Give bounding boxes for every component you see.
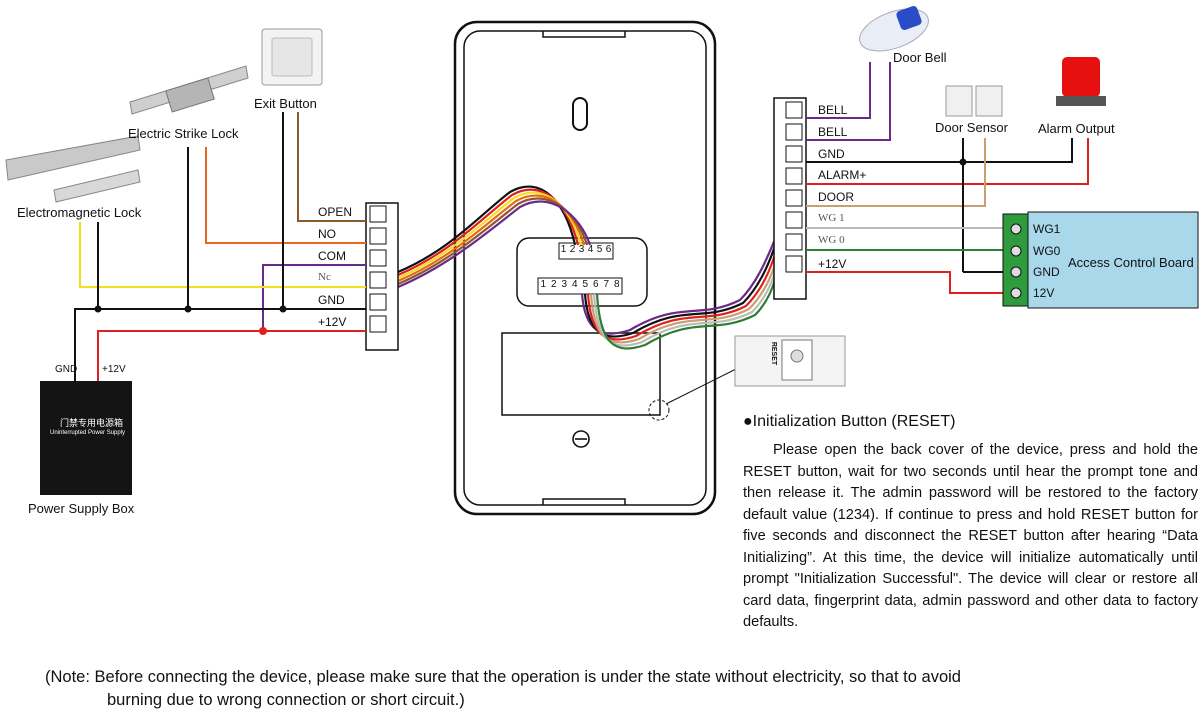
connector-bottom-pin: 3: [561, 279, 568, 290]
door-sensor-image: [945, 85, 1003, 117]
reset-sticker-label: RESET: [770, 341, 778, 366]
board-wg0-label: WG0: [1033, 244, 1061, 258]
left-terminal-block: [365, 202, 399, 351]
screw-icon: [572, 430, 590, 448]
reset-location-marker: [648, 399, 670, 421]
terminal-no-label: NO: [318, 227, 336, 241]
connector-bottom-pin: 5: [582, 279, 589, 290]
psu-12v-label: +12V: [102, 364, 126, 375]
reset-push-icon: [790, 349, 804, 363]
psu-gnd-label: GND: [55, 364, 78, 375]
door-bell-label: Door Bell: [893, 50, 947, 65]
connector-bottom-pin: 4: [571, 279, 578, 290]
electric-strike-lock-image: [129, 65, 249, 115]
connector-bottom-pin: 6: [592, 279, 599, 290]
left-cable-bundle: [397, 185, 592, 289]
terminal-open-label: OPEN: [318, 205, 353, 219]
alarm-output-image: [1056, 57, 1106, 106]
terminal-gnd-right-label: GND: [818, 147, 845, 161]
safety-note-line1: (Note: Before connecting the device, ple…: [45, 668, 961, 686]
right-wires: [806, 62, 1089, 294]
connector-top-pin: 3: [578, 244, 585, 255]
terminal-bell2-label: BELL: [818, 125, 848, 139]
reader-device: [453, 20, 739, 516]
board-12v-label: 12V: [1033, 286, 1055, 300]
connector-top-pin: 5: [596, 244, 603, 255]
electromagnetic-lock-label: Electromagnetic Lock: [17, 205, 142, 220]
terminal-12v-right-label: +12V: [818, 257, 847, 271]
back-cover-panel: [501, 332, 661, 416]
reset-button-image: [734, 335, 846, 387]
electric-strike-lock-label: Electric Strike Lock: [128, 126, 239, 141]
safety-note-line2: burning due to wrong connection or short…: [107, 691, 465, 709]
terminal-nc-label: Nc: [318, 271, 331, 283]
connector-top-pin: 2: [569, 244, 576, 255]
right-terminal-block: [773, 97, 807, 300]
terminal-com-label: COM: [318, 249, 346, 263]
connector-bottom-pin: 2: [550, 279, 557, 290]
door-bell-image: [859, 5, 929, 52]
connector-top-pin: 4: [587, 244, 594, 255]
connector-top-pin: 1: [560, 244, 567, 255]
connector-bottom-pin: 1: [540, 279, 547, 290]
power-supply-box-image: [40, 381, 132, 495]
board-gnd-label: GND: [1033, 265, 1060, 279]
terminal-gnd-label: GND: [318, 293, 345, 307]
connector-bottom-grid: [537, 277, 623, 295]
connector-bottom-numbers: 1 2 3 4 5 6 7 8: [538, 279, 622, 290]
right-cable-bundle: [580, 227, 782, 350]
terminal-12v-label: +12V: [318, 315, 347, 329]
access-control-board-label: Access Control Board: [1068, 255, 1194, 270]
terminal-door-label: DOOR: [818, 190, 854, 204]
psu-subtitle-text: Uninterrupted Power Supply: [50, 430, 126, 436]
access-control-board: [1002, 211, 1199, 309]
terminal-wg1-label: WG 1: [818, 212, 845, 224]
power-supply-box-label: Power Supply Box: [28, 501, 135, 516]
safety-note: (Note: Before connecting the device, ple…: [45, 666, 961, 712]
terminal-wg0-label: WG 0: [818, 234, 845, 246]
connector-bottom-pin: 7: [603, 279, 610, 290]
electromagnetic-lock-image: [5, 135, 141, 203]
psu-title-text: 门禁专用电源箱: [60, 418, 124, 428]
reset-instructions: Please open the back cover of the device…: [743, 442, 1198, 630]
connector-bottom-pin: 8: [613, 279, 620, 290]
left-wires: [74, 112, 366, 385]
alarm-output-label: Alarm Output: [1038, 121, 1115, 136]
terminal-alarm-label: ALARM+: [818, 168, 867, 182]
terminal-bell1-label: BELL: [818, 103, 848, 117]
connector-top-numbers: 1 2 3 4 5 6: [559, 244, 613, 255]
board-wg1-label: WG1: [1033, 222, 1061, 236]
connector-top-pin: 6: [605, 244, 612, 255]
exit-button-label: Exit Button: [254, 96, 317, 111]
door-sensor-label: Door Sensor: [935, 120, 1008, 135]
exit-button-image: [261, 28, 323, 86]
screw-slot-icon: [572, 97, 588, 131]
reset-section-title: ●Initialization Button (RESET): [743, 413, 956, 430]
